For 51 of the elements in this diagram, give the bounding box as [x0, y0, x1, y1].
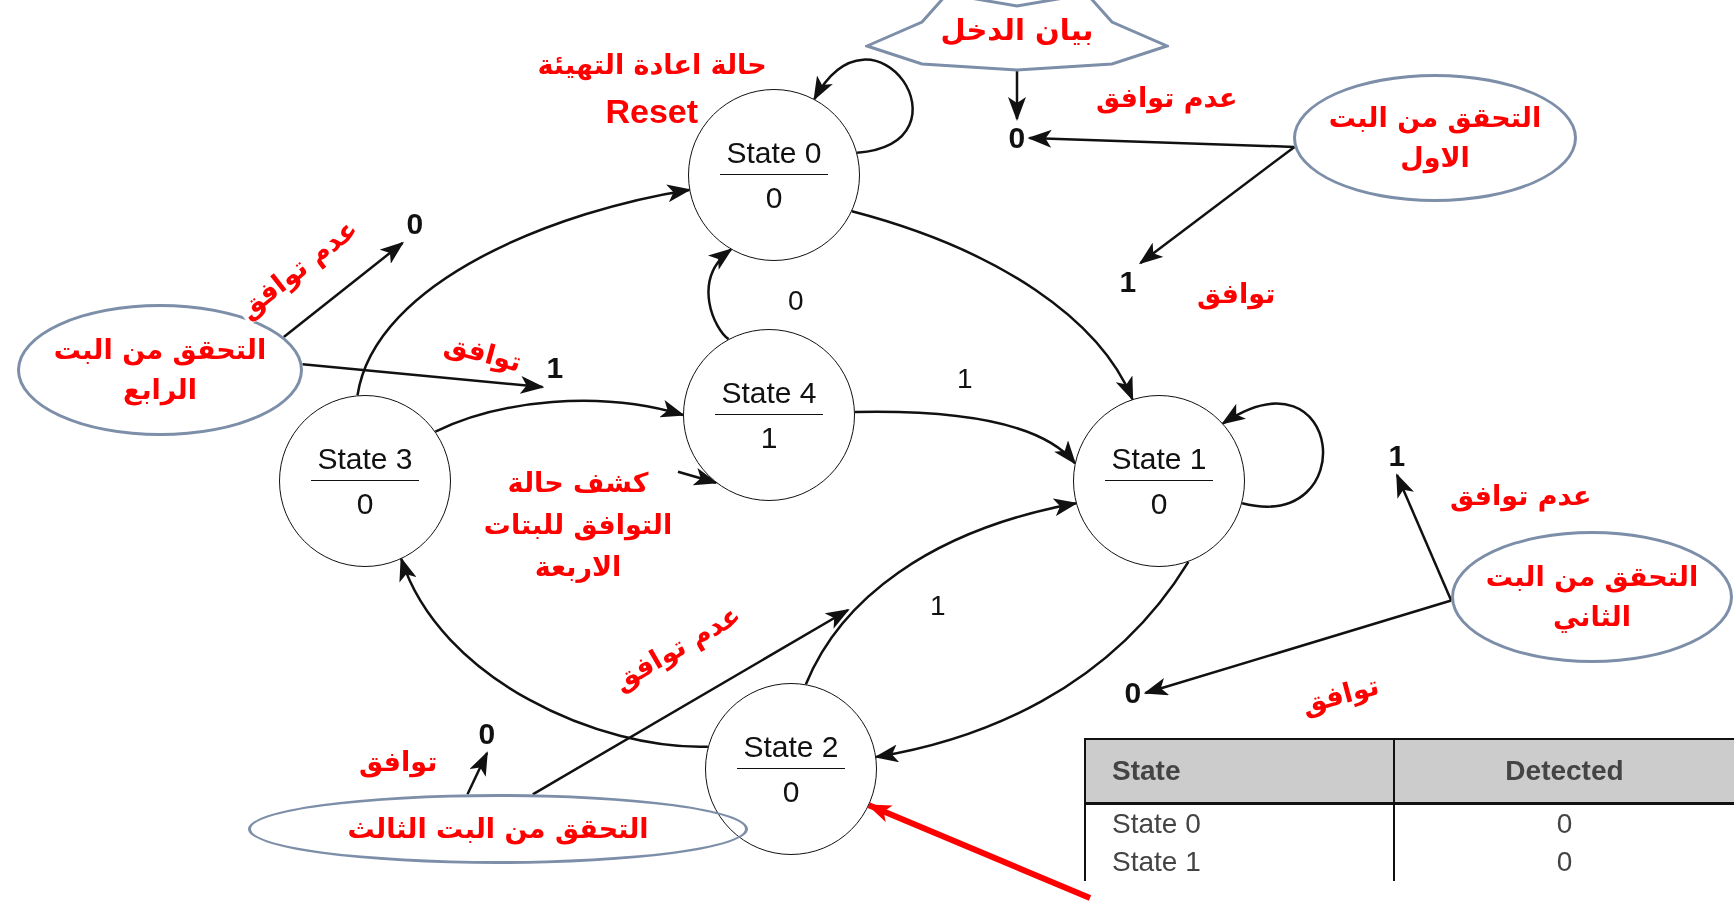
state-name: State 4 — [715, 375, 823, 415]
arrow — [283, 241, 405, 338]
arrow — [1138, 145, 1296, 265]
note-text: كشف حالة التوافق للبتات الاربعة — [478, 462, 678, 588]
table-cell: State — [1085, 739, 1394, 804]
output-value: 1 — [542, 349, 568, 387]
arrow — [804, 499, 1078, 685]
arrow — [356, 185, 692, 396]
output-value: 0 — [402, 205, 428, 243]
arrow — [434, 399, 685, 433]
state-name: State 2 — [737, 729, 845, 769]
table-cell: State 1 — [1085, 843, 1394, 881]
arrow — [851, 210, 1134, 401]
state-name: State 1 — [1105, 441, 1213, 481]
state-name: State 3 — [311, 441, 419, 481]
state-caption: Reset — [605, 91, 699, 131]
arrow — [1395, 473, 1453, 601]
table-cell: Detected — [1394, 739, 1734, 804]
arrow — [1143, 599, 1452, 696]
arrow — [1008, 70, 1026, 121]
arrow — [813, 58, 914, 154]
output-value: 0 — [782, 773, 800, 809]
star-banner: بيان الدخل — [865, 0, 1169, 72]
output-value: 0 — [1120, 674, 1146, 712]
output-value: 0 — [474, 715, 500, 753]
output-value: 0 — [765, 179, 783, 215]
state-caption: حالة اعادة التهيئة — [537, 48, 767, 80]
output-value: 0 — [356, 485, 374, 521]
arrow — [677, 468, 718, 486]
arrow — [1221, 402, 1324, 508]
arrow — [302, 362, 545, 394]
output-value: 0 — [1150, 485, 1168, 521]
arrow — [400, 557, 708, 748]
output-value: 1 — [760, 419, 778, 455]
table-cell: State 0 — [1085, 803, 1394, 843]
state-name: State 0 — [720, 135, 828, 175]
check-ellipse: التحقق من البت الثالث — [248, 794, 748, 864]
arrow — [867, 802, 1092, 901]
arrow — [532, 608, 850, 796]
output-value: 1 — [1384, 437, 1410, 475]
arrow — [466, 751, 489, 795]
check-ellipse: التحقق من البت الثاني — [1451, 531, 1733, 663]
output-value: 1 — [1115, 263, 1141, 301]
arrow — [854, 410, 1077, 465]
table-cell: 0 — [1394, 843, 1734, 881]
arrow — [874, 561, 1190, 762]
arrow — [1027, 129, 1295, 149]
check-ellipse: التحقق من البت الاول — [1293, 74, 1577, 202]
table-cell: 0 — [1394, 803, 1734, 843]
arrow — [707, 248, 733, 341]
output-value: 0 — [1004, 119, 1030, 157]
